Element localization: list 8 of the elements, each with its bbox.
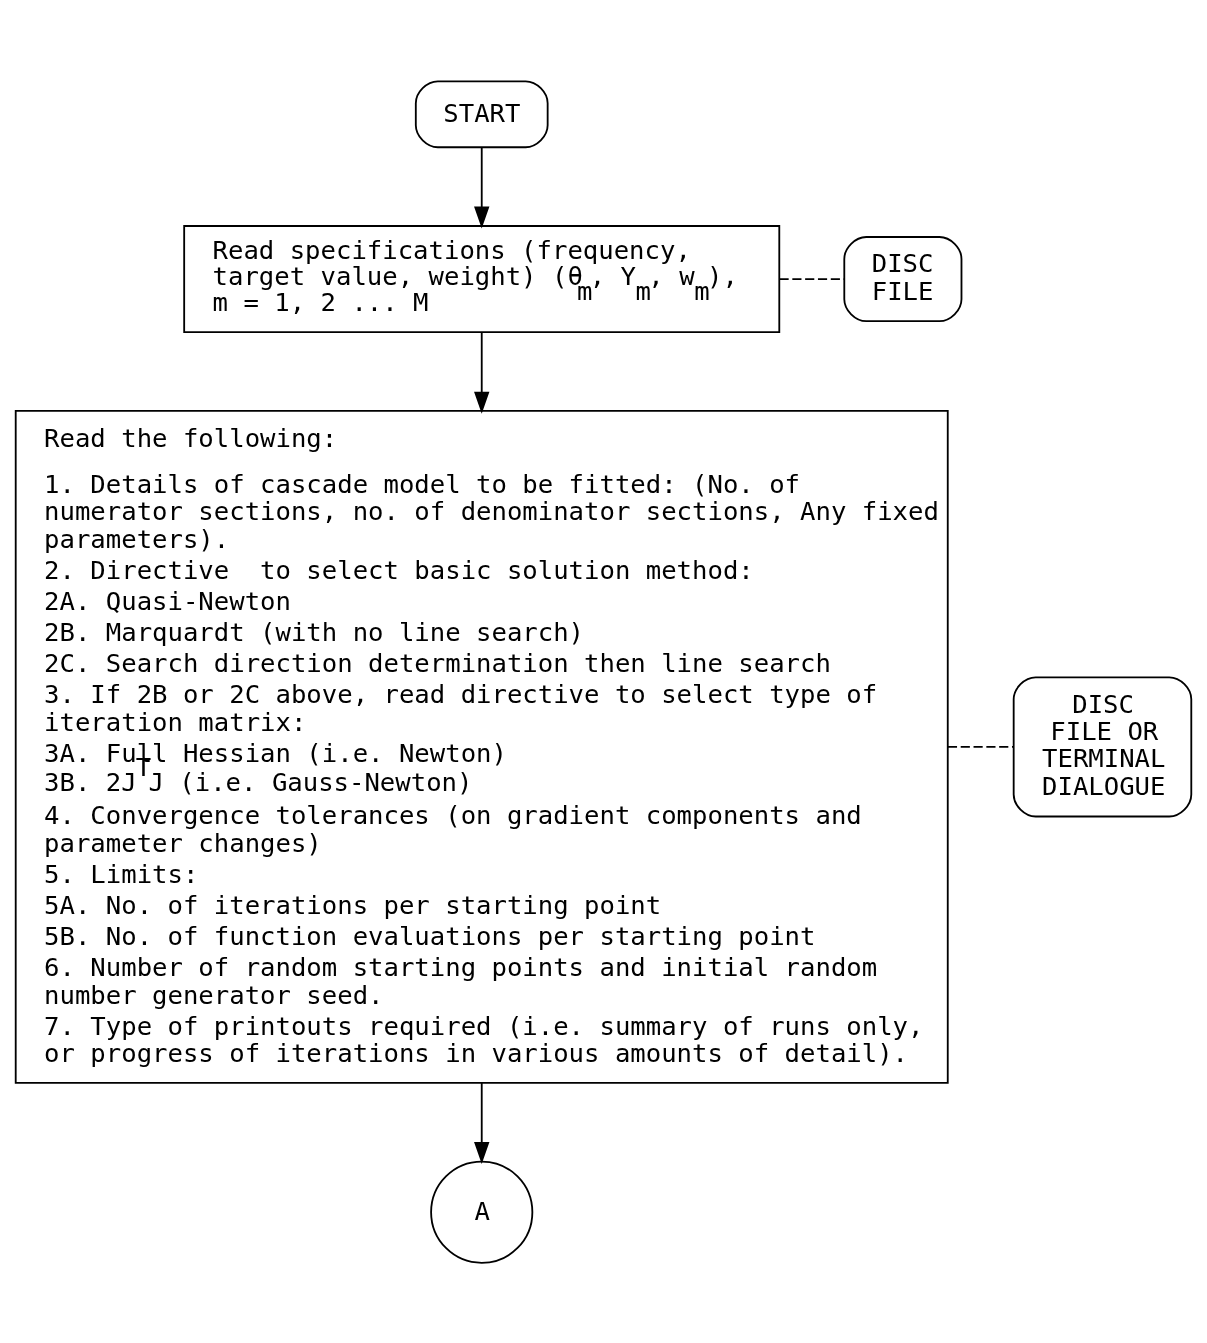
arrow [474, 330, 490, 414]
node-box: START [414, 79, 549, 148]
node-circle: A [430, 1160, 534, 1264]
node-box: DISC FILE OR TERMINAL DIALOGUE [1012, 675, 1193, 817]
arrow [474, 146, 490, 229]
connector [947, 745, 1015, 748]
node-box: DISC FILE [843, 235, 963, 322]
arrow [474, 1081, 490, 1164]
